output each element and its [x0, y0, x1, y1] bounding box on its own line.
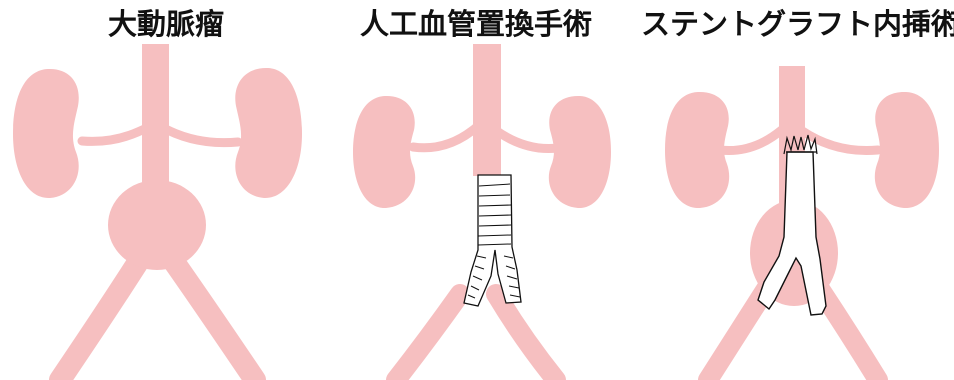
stent-graft-diagram — [636, 44, 954, 380]
panel-title-stent-graft: ステントグラフト内挿術 — [641, 4, 954, 44]
right-iliac-artery — [496, 294, 556, 380]
left-iliac-artery — [396, 294, 460, 380]
aorta — [473, 44, 501, 176]
panel-title-aneurysm: 大動脈瘤 — [108, 4, 224, 44]
aneurysm-diagram — [0, 44, 318, 380]
right-kidney — [549, 96, 611, 208]
panel-title-graft-replacement: 人工血管置換手術 — [360, 4, 592, 44]
left-renal-artery — [82, 126, 150, 141]
left-iliac-artery — [708, 289, 766, 380]
right-kidney — [235, 68, 302, 198]
left-kidney — [665, 92, 729, 208]
right-renal-artery — [160, 126, 238, 143]
left-renal-artery — [413, 126, 478, 148]
graft-replacement-diagram — [318, 44, 636, 380]
left-iliac-artery — [60, 259, 140, 380]
left-kidney — [13, 69, 79, 198]
right-iliac-artery — [820, 289, 878, 380]
aneurysm-bulge — [108, 180, 206, 270]
right-kidney — [875, 92, 939, 208]
left-kidney — [353, 96, 415, 208]
right-iliac-artery — [172, 259, 255, 380]
left-renal-artery — [720, 128, 784, 151]
